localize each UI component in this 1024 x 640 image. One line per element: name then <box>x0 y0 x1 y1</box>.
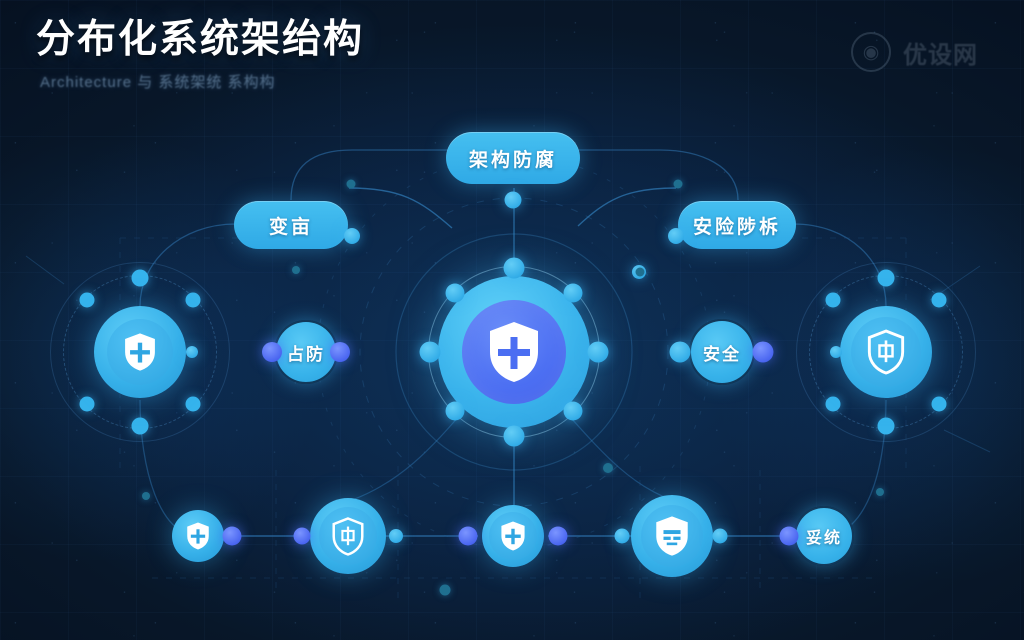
pill-label-left: 变亩 <box>234 201 348 249</box>
hub-joint-dot <box>503 257 525 279</box>
page-subtitle: Architecture 与 系统架统 系构构 <box>40 73 276 91</box>
orbit-dot <box>185 292 201 308</box>
circle-label-text: 安全 <box>689 319 755 385</box>
hub-joint-dot <box>445 401 465 421</box>
hub-joint-dot <box>587 341 609 363</box>
connector-dot <box>830 346 842 358</box>
orbit-dot <box>79 292 95 308</box>
shield-lock-icon <box>656 516 688 556</box>
circle-label-node-bottom-right[interactable]: 妥统 <box>794 506 854 566</box>
pill-label-top: 架构防腐 <box>446 132 580 184</box>
connector-dot <box>344 228 360 244</box>
connector-dot <box>548 526 568 546</box>
hub-joint-dot <box>445 283 465 303</box>
accent-dot <box>292 266 300 274</box>
icon-disc <box>840 306 932 398</box>
icon-disc <box>172 510 224 562</box>
hub-joint-dot <box>563 283 583 303</box>
connector-dot <box>293 527 311 545</box>
hub-joint-dot <box>419 341 441 363</box>
icon-disc <box>482 505 544 567</box>
shield-plus-icon <box>501 521 525 551</box>
orbit-dot <box>131 417 149 435</box>
circle-label-node-right[interactable]: 安全 <box>689 319 755 385</box>
icon-disc <box>310 498 386 574</box>
connector-dot <box>669 341 691 363</box>
accent-dot <box>142 492 150 500</box>
orbit-dot <box>185 396 201 412</box>
shield-zhong-icon <box>867 329 905 375</box>
orbit-dot <box>825 396 841 412</box>
accent-dot <box>876 488 884 496</box>
orbit-dot <box>877 417 895 435</box>
accent-dot <box>603 463 613 473</box>
icon-node-bottom-3[interactable] <box>482 505 544 567</box>
icon-node-bottom-1[interactable] <box>172 510 224 562</box>
connector-dot <box>779 526 799 546</box>
pill-label-right: 安险陟柝 <box>678 201 796 249</box>
connector-dot <box>346 179 356 189</box>
orbit-dot <box>131 269 149 287</box>
connector-dot <box>752 341 774 363</box>
pill-node-right[interactable]: 安险陟柝 <box>678 201 796 249</box>
icon-disc <box>631 495 713 577</box>
shield-plus-icon <box>125 333 155 371</box>
shield-plus-icon <box>187 522 209 550</box>
hub-joint-dot <box>563 401 583 421</box>
page-title: 分布化系统架绐构 <box>36 18 365 61</box>
connector-dot <box>389 529 403 543</box>
connector-dot <box>330 342 350 362</box>
connector-dot <box>222 526 242 546</box>
connector-dot <box>186 346 198 358</box>
connector-dot <box>262 342 282 362</box>
orbit-dot <box>931 292 947 308</box>
pill-node-left[interactable]: 变亩 <box>234 201 348 249</box>
connector-dot <box>458 526 478 546</box>
connector-dot <box>712 528 728 544</box>
icon-disc <box>94 306 186 398</box>
circle-label-text: 妥统 <box>794 506 854 566</box>
orbit-dot <box>931 396 947 412</box>
accent-dot <box>439 584 451 596</box>
circle-label-text: 占防 <box>274 320 338 384</box>
connector-dot <box>504 191 522 209</box>
slide-header: 分布化系统架绐构 Architecture 与 系统架统 系构构 <box>36 18 364 92</box>
connector-dot <box>673 179 683 189</box>
connector-dot <box>668 228 684 244</box>
icon-node-far-left[interactable] <box>94 306 186 398</box>
orbit-dot <box>825 292 841 308</box>
hub-joint-dot <box>503 425 525 447</box>
icon-node-bottom-2[interactable] <box>310 498 386 574</box>
circle-label-node-left[interactable]: 占防 <box>274 320 338 384</box>
accent-dot <box>635 267 645 277</box>
connector-dot <box>614 528 630 544</box>
icon-node-bottom-4[interactable] <box>631 495 713 577</box>
shield-zhong-icon <box>332 516 364 556</box>
orbit-dot <box>79 396 95 412</box>
orbit-dot <box>877 269 895 287</box>
shield-plus-icon <box>490 322 538 382</box>
pill-node-top[interactable]: 架构防腐 <box>446 132 580 184</box>
icon-node-far-right[interactable] <box>840 306 932 398</box>
